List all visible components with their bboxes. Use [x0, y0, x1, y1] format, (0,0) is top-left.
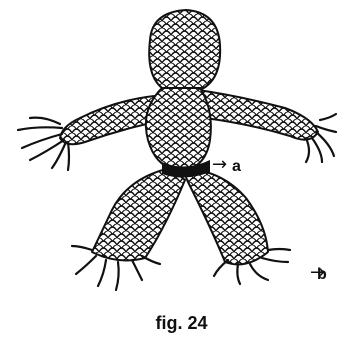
doll-right-arm — [198, 90, 318, 140]
arrow-a-icon: → — [212, 154, 227, 175]
label-b: b — [317, 266, 327, 284]
doll-torso — [146, 88, 211, 170]
doll-right-leg — [182, 168, 268, 264]
doll-head — [149, 10, 220, 92]
figure-caption: fig. 24 — [0, 313, 363, 334]
doll-left-leg — [92, 168, 185, 260]
doll-left-hand-strands — [18, 118, 69, 170]
label-a: a — [232, 158, 241, 176]
